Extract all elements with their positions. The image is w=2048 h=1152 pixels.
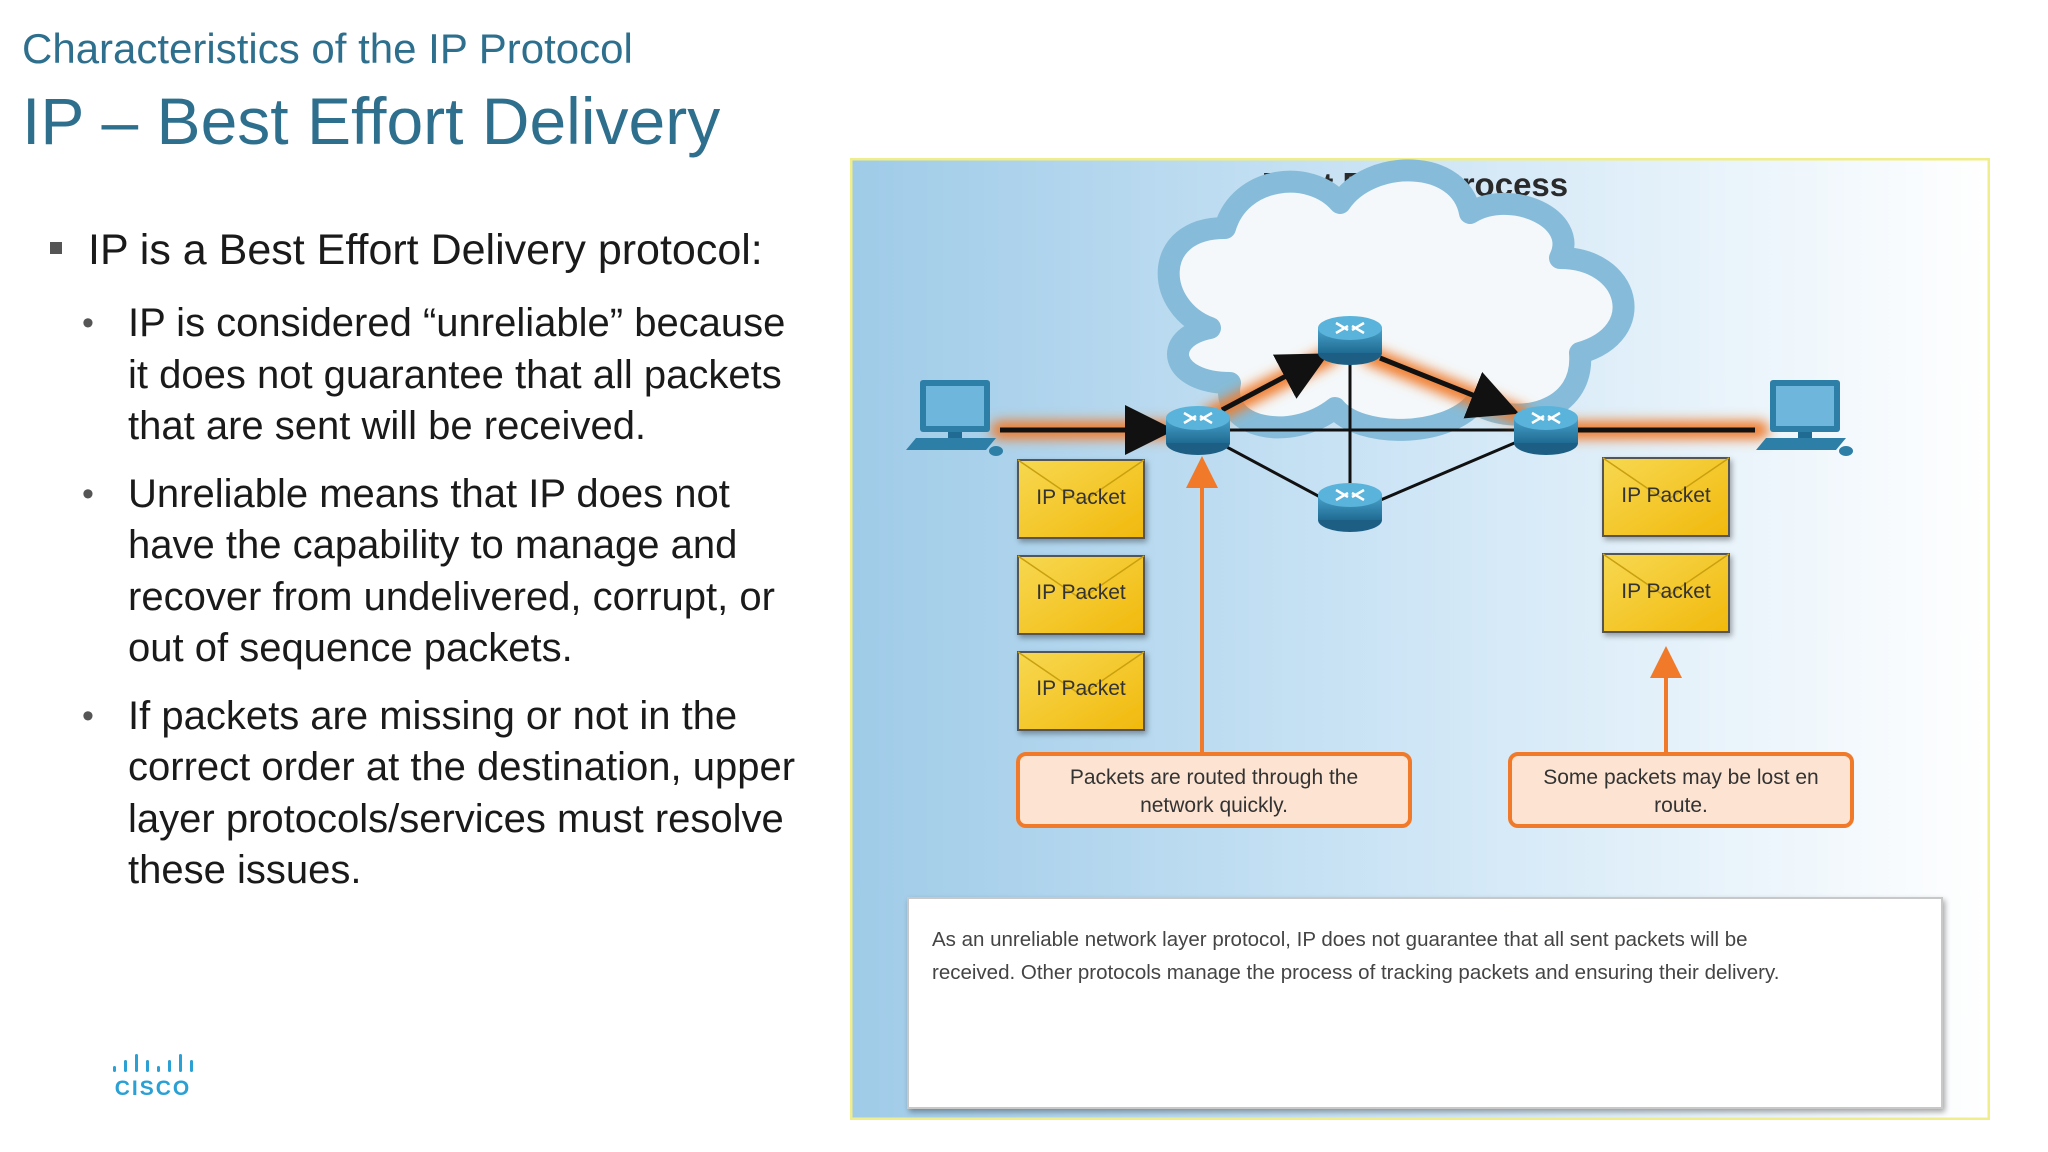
bullet-list: IP is a Best Effort Delivery protocol: •… <box>50 222 810 897</box>
packet-left-3-label: IP Packet <box>1036 677 1126 700</box>
packet-left-1 <box>1017 459 1145 539</box>
packet-right-2-label: IP Packet <box>1621 580 1711 603</box>
best-effort-diagram: Best Effort Process <box>850 158 1990 1120</box>
description-box: As an unreliable network layer protocol,… <box>907 897 1943 1109</box>
bullet-main-text: IP is a Best Effort Delivery protocol: <box>88 226 763 274</box>
network-cloud <box>1157 159 1635 441</box>
packet-right-2 <box>1602 553 1730 633</box>
sub-bullet-2: • Unreliable means that IP does not have… <box>50 469 810 675</box>
packet-right-1-label: IP Packet <box>1621 484 1711 507</box>
square-bullet-icon <box>50 242 62 254</box>
slide-subtitle: Characteristics of the IP Protocol <box>22 25 633 72</box>
dot-bullet-icon: • <box>82 696 94 735</box>
sub-bullet-3-text: If packets are missing or not in the cor… <box>128 693 796 893</box>
callout-right: Some packets may be lost en route. <box>1508 752 1854 828</box>
source-computer-icon <box>906 380 1003 456</box>
packet-right-1 <box>1602 457 1730 537</box>
sub-bullet-1: • IP is considered “unreliable” because … <box>50 298 810 453</box>
router-left-icon <box>1166 406 1230 455</box>
packet-path-arrows <box>1000 353 1755 455</box>
cisco-bars-icon <box>113 1054 193 1072</box>
sub-bullet-2-text: Unreliable means that IP does not have t… <box>128 471 775 671</box>
sub-bullet-3: • If packets are missing or not in the c… <box>50 691 810 897</box>
router-bottom-icon <box>1318 483 1382 532</box>
router-top-icon <box>1318 316 1382 365</box>
callout-left-line2: network quickly. <box>1140 794 1288 817</box>
description-line2: received. Other protocols manage the pro… <box>932 961 1779 984</box>
cisco-logo-text: CISCO <box>114 1077 192 1100</box>
callout-right-line1: Some packets may be lost en <box>1543 766 1818 789</box>
destination-computer-icon <box>1756 380 1853 456</box>
sub-bullet-list: • IP is considered “unreliable” because … <box>50 298 810 897</box>
cisco-logo: CISCO <box>110 1052 196 1100</box>
callout-left-line1: Packets are routed through the <box>1070 766 1358 789</box>
router-right-icon <box>1514 406 1578 455</box>
sub-bullet-1-text: IP is considered “unreliable” because it… <box>128 301 786 448</box>
description-line1: As an unreliable network layer protocol,… <box>932 928 1748 951</box>
dot-bullet-icon: • <box>82 474 94 513</box>
callout-right-line2: route. <box>1654 794 1708 817</box>
bullet-main: IP is a Best Effort Delivery protocol: <box>50 222 810 278</box>
packet-left-1-label: IP Packet <box>1036 486 1126 509</box>
dot-bullet-icon: • <box>82 304 94 342</box>
packet-left-3 <box>1017 651 1145 731</box>
packet-left-2-label: IP Packet <box>1036 581 1126 604</box>
slide-title: IP – Best Effort Delivery <box>22 84 721 158</box>
callout-left: Packets are routed through the network q… <box>1016 752 1412 828</box>
packet-left-2 <box>1017 555 1145 635</box>
